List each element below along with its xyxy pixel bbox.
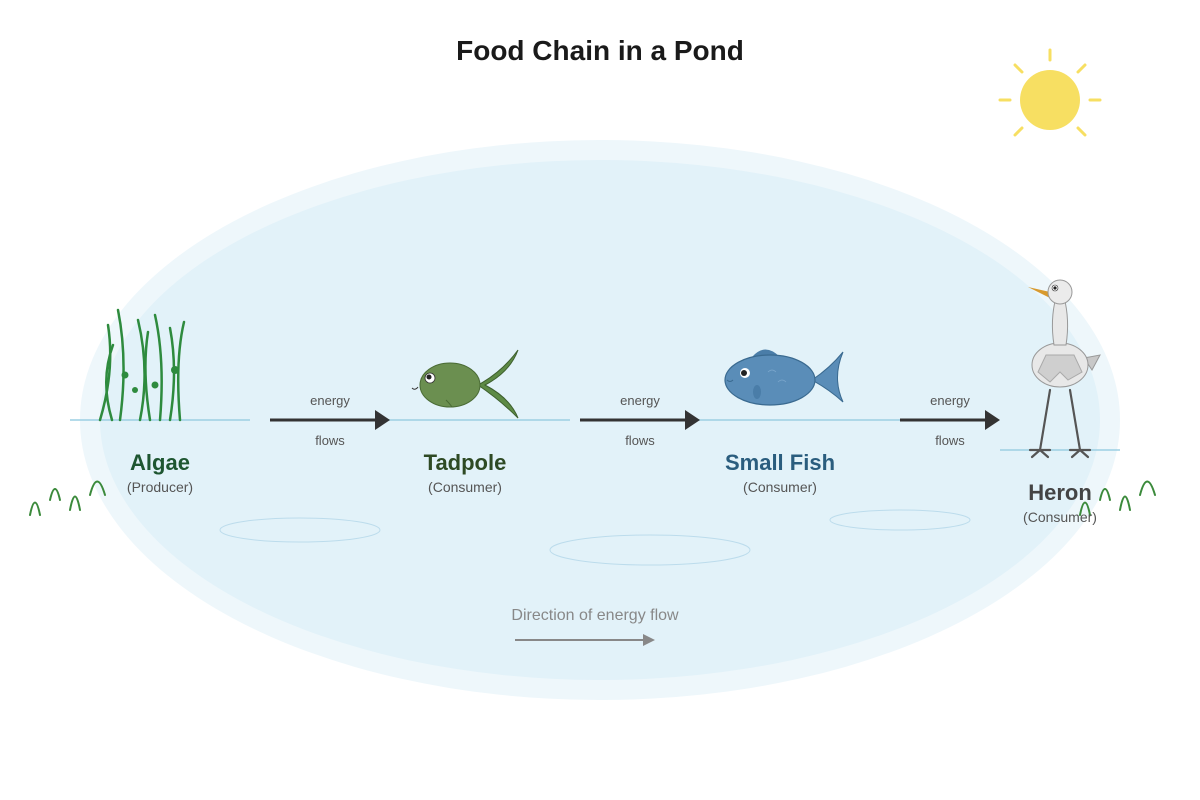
- organism-role: (Consumer): [428, 479, 502, 495]
- arrow-label-flows: flows: [625, 433, 655, 448]
- organism-name: Small Fish: [725, 450, 835, 475]
- grass-right-icon: [1079, 480, 1156, 516]
- organism-role: (Consumer): [743, 479, 817, 495]
- organism-label-heron: Heron (Consumer): [1023, 480, 1097, 525]
- organism-label-algae: Algae (Producer): [127, 450, 193, 495]
- energy-arrow-3: energy flows: [900, 393, 1000, 448]
- diagram-title: Food Chain in a Pond: [456, 35, 744, 66]
- organism-name: Algae: [130, 450, 190, 475]
- tadpole-icon: [411, 349, 519, 419]
- arrow-label-energy: energy: [930, 393, 970, 408]
- legend-caption: Direction of energy flow: [511, 607, 679, 624]
- algae-icon: [98, 308, 186, 422]
- energy-flow-legend: Direction of energy flow: [511, 607, 679, 646]
- grass-left-icon: [29, 480, 106, 516]
- arrow-label-energy: energy: [310, 393, 350, 408]
- heron-icon: [1028, 279, 1101, 459]
- energy-arrow-2: energy flows: [580, 393, 700, 448]
- arrow-label-flows: flows: [315, 433, 345, 448]
- organism-label-tadpole: Tadpole (Consumer): [424, 450, 507, 495]
- sun-icon: [998, 48, 1102, 137]
- fish-icon: [724, 349, 844, 406]
- organism-role: (Consumer): [1023, 509, 1097, 525]
- organism-role: (Producer): [127, 479, 193, 495]
- organism-name: Tadpole: [424, 450, 507, 475]
- legend-arrow-icon: [643, 634, 655, 646]
- arrow-label-energy: energy: [620, 393, 660, 408]
- organism-label-small-fish: Small Fish (Consumer): [725, 450, 835, 495]
- arrow-label-flows: flows: [935, 433, 965, 448]
- organism-name: Heron: [1028, 480, 1092, 505]
- energy-arrow-1: energy flows: [270, 393, 390, 448]
